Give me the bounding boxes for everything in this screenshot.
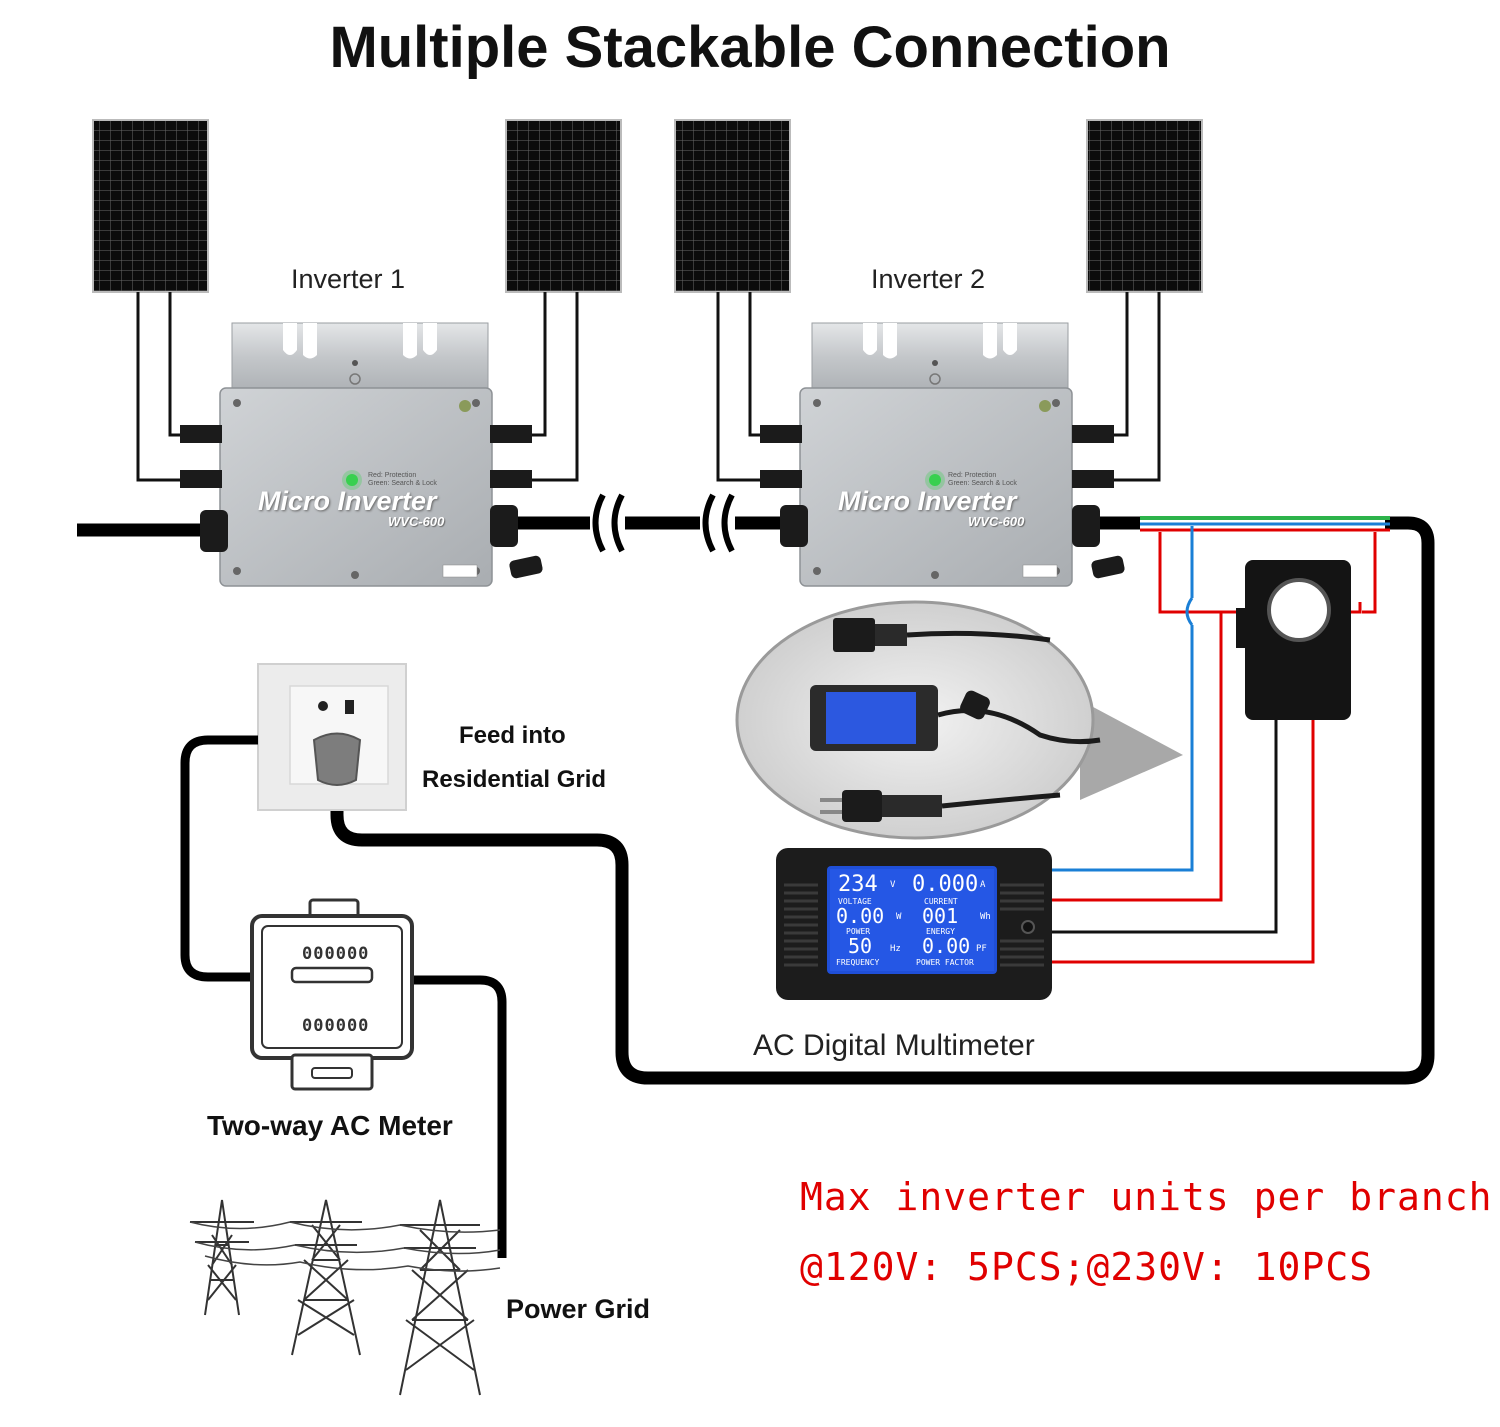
inverter-2-model: WVC-600 <box>968 514 1025 529</box>
max-units-note-line-1: Max inverter units per branch: <box>800 1175 1500 1219</box>
lcd-energy: 001 <box>922 904 959 928</box>
cable-break-marks <box>592 493 735 553</box>
tower-2 <box>290 1199 362 1356</box>
lcd-pf-unit: PF <box>976 944 987 954</box>
solar-panel-4 <box>1086 119 1203 293</box>
lcd-pf: 0.00 <box>922 934 971 958</box>
lcd-pf-name: POWER FACTOR <box>916 958 974 967</box>
lcd-current-unit: A <box>980 880 986 890</box>
solar-panel-3 <box>674 119 791 293</box>
lcd-voltage: 234 <box>838 872 878 897</box>
outlet-label-line-1: Feed into <box>459 722 566 749</box>
ac-meter-digits-top: 000000 <box>302 944 370 964</box>
inverter-1-brand: Micro Inverter <box>258 486 437 516</box>
inverter-1-led-legend: Red: Protection Green: Search & Lock <box>368 472 437 488</box>
inverter-2-led-text-2: Green: Search & Lock <box>948 480 1017 487</box>
inverter-1-model: WVC-600 <box>388 514 445 529</box>
lcd-current: 0.000 <box>912 872 979 897</box>
inverter-1-label: Inverter 1 <box>291 264 406 294</box>
inverter-1-led-text-1: Red: Protection <box>368 472 417 479</box>
lcd-frequency: 50 <box>848 934 873 958</box>
solar-panel-1 <box>92 119 209 293</box>
max-units-note-line-2: @120V: 5PCS;@230V: 10PCS <box>800 1245 1374 1289</box>
lcd-voltage-name: VOLTAGE <box>838 897 872 906</box>
tower-1 <box>190 1199 254 1316</box>
inverter-1 <box>180 322 543 587</box>
inverter-1-led-text-2: Green: Search & Lock <box>368 480 437 487</box>
solar-panel-2 <box>505 119 622 293</box>
inverter-2-led-legend: Red: Protection Green: Search & Lock <box>948 472 1017 488</box>
inverter-2 <box>760 322 1125 587</box>
page-title: Multiple Stackable Connection <box>329 15 1171 80</box>
lcd-power-name: POWER <box>846 927 871 936</box>
lcd-frequency-unit: Hz <box>890 944 901 954</box>
wall-outlet <box>257 663 407 811</box>
ac-meter-label: Two-way AC Meter <box>207 1110 453 1141</box>
outlet-label-line-2: Residential Grid <box>422 766 607 793</box>
multimeter-label: AC Digital Multimeter <box>753 1029 1035 1062</box>
inverter-2-led-text-1: Red: Protection <box>948 472 997 479</box>
current-clamp <box>1236 560 1351 720</box>
lcd-power: 0.00 <box>836 904 885 928</box>
lcd-energy-name: ENERGY <box>926 927 955 936</box>
tower-3 <box>399 1199 481 1396</box>
lcd-current-name: CURRENT <box>924 897 958 906</box>
ac-meter-digits-bottom: 000000 <box>302 1016 370 1036</box>
two-way-ac-meter <box>250 898 414 1091</box>
lcd-energy-unit: Wh <box>980 912 991 922</box>
house-wires <box>180 735 507 1258</box>
lcd-frequency-name: FREQUENCY <box>836 958 880 967</box>
power-towers <box>189 1199 501 1396</box>
power-lines <box>189 1221 501 1272</box>
lcd-power-unit: W <box>896 912 902 922</box>
inverter-2-brand: Micro Inverter <box>838 486 1017 516</box>
lcd-voltage-unit: V <box>890 880 896 890</box>
inverter-2-label: Inverter 2 <box>871 264 986 294</box>
detail-bubble <box>735 600 1183 840</box>
ac-digital-multimeter <box>776 848 1052 1000</box>
power-grid-label: Power Grid <box>506 1294 651 1324</box>
